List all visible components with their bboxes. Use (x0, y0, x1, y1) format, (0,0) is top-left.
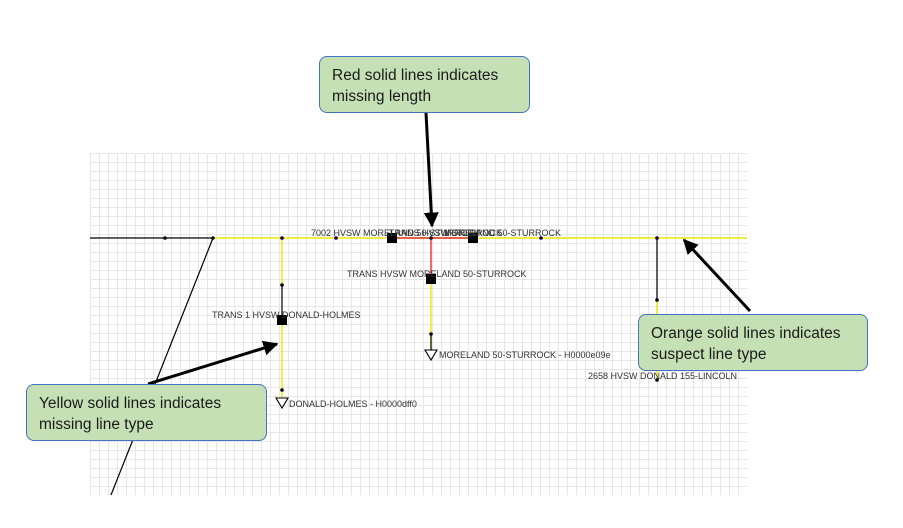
label-donald-lincoln: 2658 HVSW DONALD 155-LINCOLN (588, 371, 737, 381)
yellow-callout-arrow (147, 340, 279, 386)
label-load-moreland: MORELAND 50-STURROCK - H0000e09e (439, 350, 611, 360)
label-load-donald: DONALD-HOLMES - H0000dff0 (289, 399, 417, 409)
junction-node[interactable] (280, 283, 284, 287)
junction-node[interactable] (334, 236, 338, 240)
callout-orange-line-2: suspect line type (651, 346, 767, 363)
transformer-node-moreland[interactable] (426, 274, 436, 284)
junction-node[interactable] (163, 236, 167, 240)
junction-node[interactable] (429, 332, 433, 336)
callout-red-line-1: Red solid lines indicates (332, 67, 499, 84)
junction-node[interactable] (280, 388, 284, 392)
callout-red-line-2: missing length (332, 88, 432, 105)
junction-node[interactable] (655, 298, 659, 302)
transformer-node-donald[interactable] (277, 315, 287, 325)
junction-node[interactable] (655, 378, 659, 382)
load-triangle-donald[interactable] (275, 397, 289, 410)
orange-callout-arrow (682, 238, 752, 313)
junction-node[interactable] (429, 236, 433, 240)
load-triangle-moreland[interactable] (424, 349, 438, 362)
callout-orange-lines: Orange solid lines indicates suspect lin… (638, 314, 868, 371)
switch-node-right[interactable] (468, 233, 478, 243)
callout-yellow-lines: Yellow solid lines indicates missing lin… (26, 384, 267, 441)
junction-node[interactable] (280, 236, 284, 240)
label-feeder-overlap-b: MORELAND 50-STURROCK (444, 228, 561, 238)
diagonal-line[interactable] (110, 237, 214, 496)
junction-node[interactable] (655, 236, 659, 240)
callout-yellow-line-1: Yellow solid lines indicates (39, 395, 222, 412)
switch-node-left[interactable] (387, 233, 397, 243)
red-callout-arrow (423, 112, 439, 228)
junction-node[interactable] (211, 236, 215, 240)
callout-orange-line-1: Orange solid lines indicates (651, 325, 841, 342)
callout-red-lines: Red solid lines indicates missing length (319, 56, 530, 113)
junction-node[interactable] (539, 236, 543, 240)
label-feeder-upper: 7002 HVSW MORELAND 50-STURROCK (311, 228, 480, 238)
callout-yellow-line-2: missing line type (39, 416, 154, 433)
label-trans-donald: TRANS 1 HVSW DONALD-HOLMES (212, 310, 361, 320)
label-trans-moreland: TRANS HVSW MORELAND 50-STURROCK (347, 269, 527, 279)
label-feeder-overlap-a: TRANS HVSW STURROCK (389, 228, 502, 238)
